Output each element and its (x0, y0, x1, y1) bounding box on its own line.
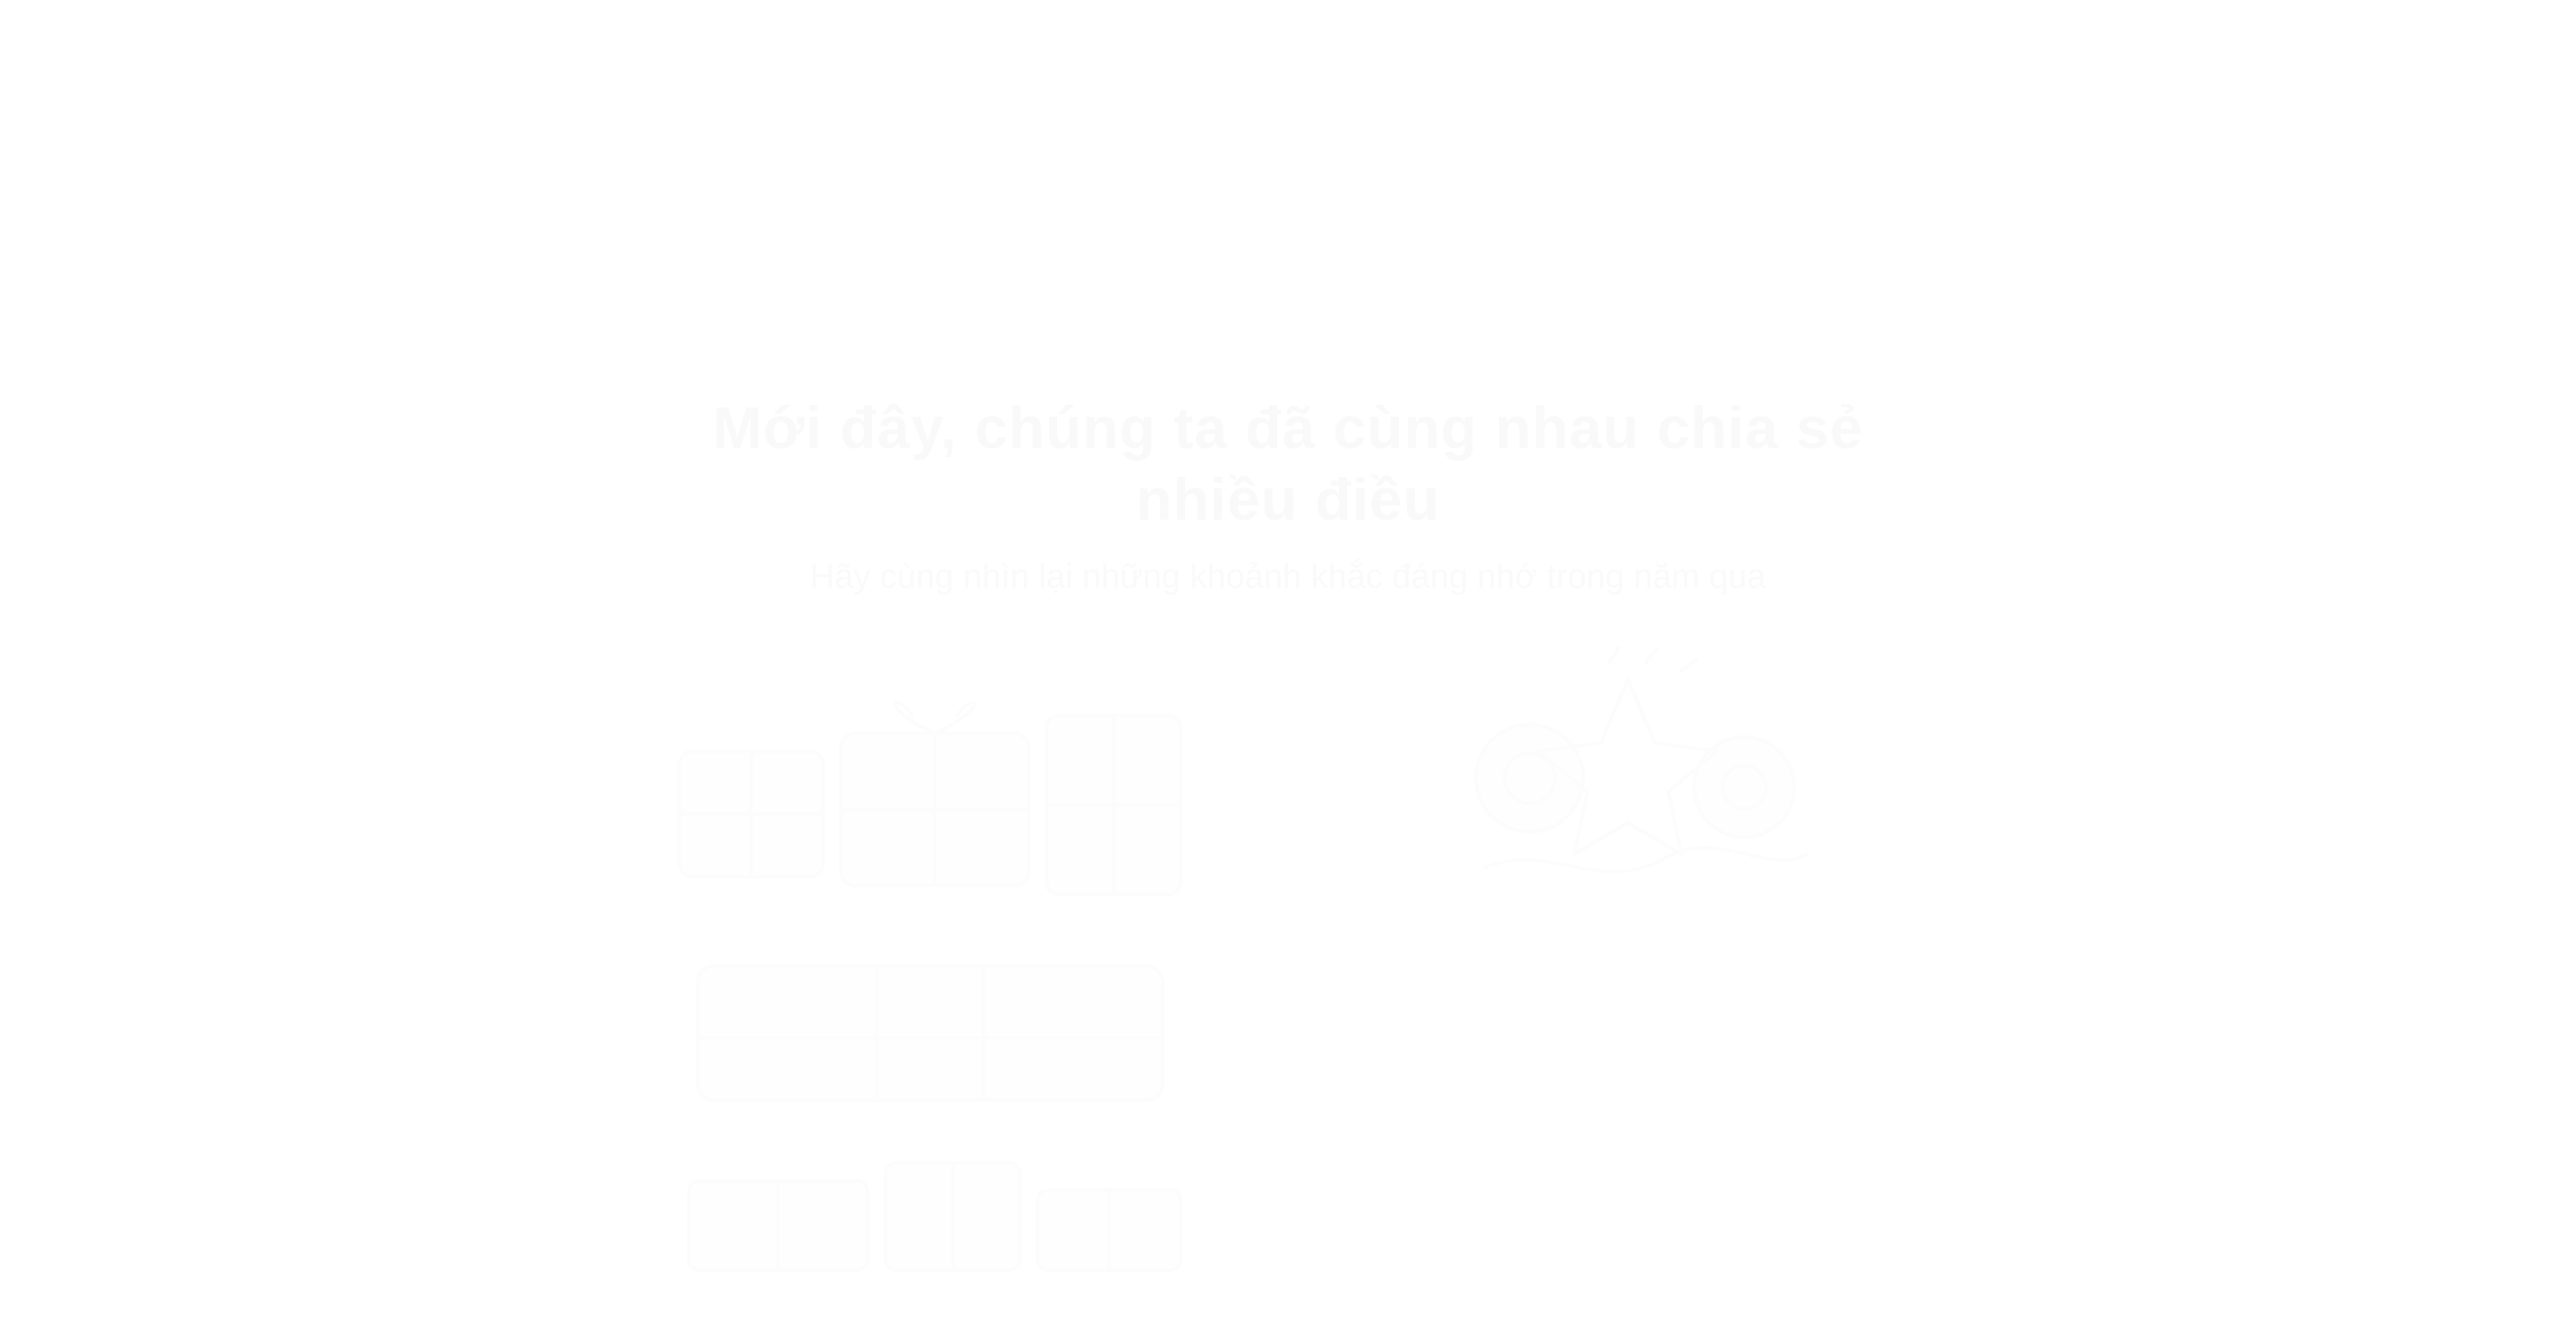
celebration-icon (1474, 646, 1809, 874)
gifts-icon (678, 700, 1182, 1272)
hero-section: Mới đây, chúng ta đã cùng nhau chia sẻ n… (644, 392, 1932, 598)
hero-title: Mới đây, chúng ta đã cùng nhau chia sẻ n… (712, 394, 1864, 532)
hero-subtitle: Hãy cùng nhìn lại những khoảnh khắc đáng… (809, 558, 1767, 596)
